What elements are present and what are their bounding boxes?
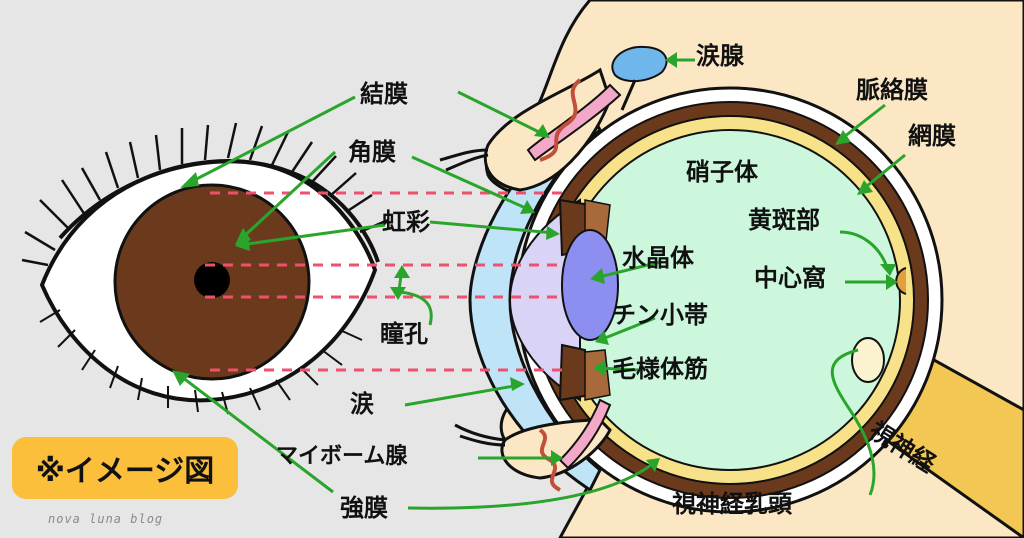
- label-pupil: 瞳孔: [380, 320, 428, 348]
- lacrimal-gland: [611, 45, 668, 83]
- label-choroid: 脈絡膜: [856, 76, 928, 104]
- conjunctiva-upper: [526, 83, 622, 162]
- optic-disc: [851, 337, 885, 383]
- lens: [561, 229, 619, 341]
- label-ciliary-muscle: 毛様体筋: [612, 355, 708, 383]
- label-tears: 涙: [350, 390, 374, 418]
- label-cornea: 角膜: [348, 138, 396, 166]
- red-guide-lines: [205, 191, 570, 372]
- leader-arrowheads: [172, 52, 898, 472]
- section-lash-upper: [439, 148, 489, 172]
- label-retina: 網膜: [908, 122, 956, 150]
- meibomian-upper: [539, 78, 582, 162]
- cornea: [468, 107, 602, 493]
- front-pupil: [194, 262, 230, 298]
- label-conjunctiva: 結膜: [360, 80, 408, 108]
- label-sclera: 強膜: [340, 494, 388, 522]
- image-badge: ※イメージ図: [12, 437, 238, 499]
- label-meibomian-gland: マイボーム腺: [276, 444, 408, 469]
- upper-eyelid: [483, 67, 612, 192]
- label-fovea: 中心窩: [754, 264, 826, 292]
- label-vitreous: 硝子体: [686, 158, 758, 186]
- front-eyelashes-top: [21, 122, 389, 267]
- leader-lines: [177, 58, 906, 510]
- label-macula: 黄斑部: [748, 206, 820, 234]
- label-lens: 水晶体: [622, 244, 694, 272]
- front-upper-lid-line: [58, 159, 380, 263]
- label-optic-disc: 視神経乳頭: [672, 490, 792, 518]
- label-iris: 虹彩: [382, 208, 430, 236]
- label-zonule: チン小帯: [612, 301, 708, 329]
- ciliary-body-lower: [584, 349, 611, 401]
- blog-watermark: nova luna blog: [48, 512, 164, 526]
- conjunctiva-lower: [558, 398, 612, 470]
- lacrimal-duct: [620, 79, 637, 111]
- label-lacrimal-gland: 涙腺: [696, 42, 744, 70]
- meibomian-lower: [538, 428, 562, 492]
- section-lash-lower: [454, 423, 506, 447]
